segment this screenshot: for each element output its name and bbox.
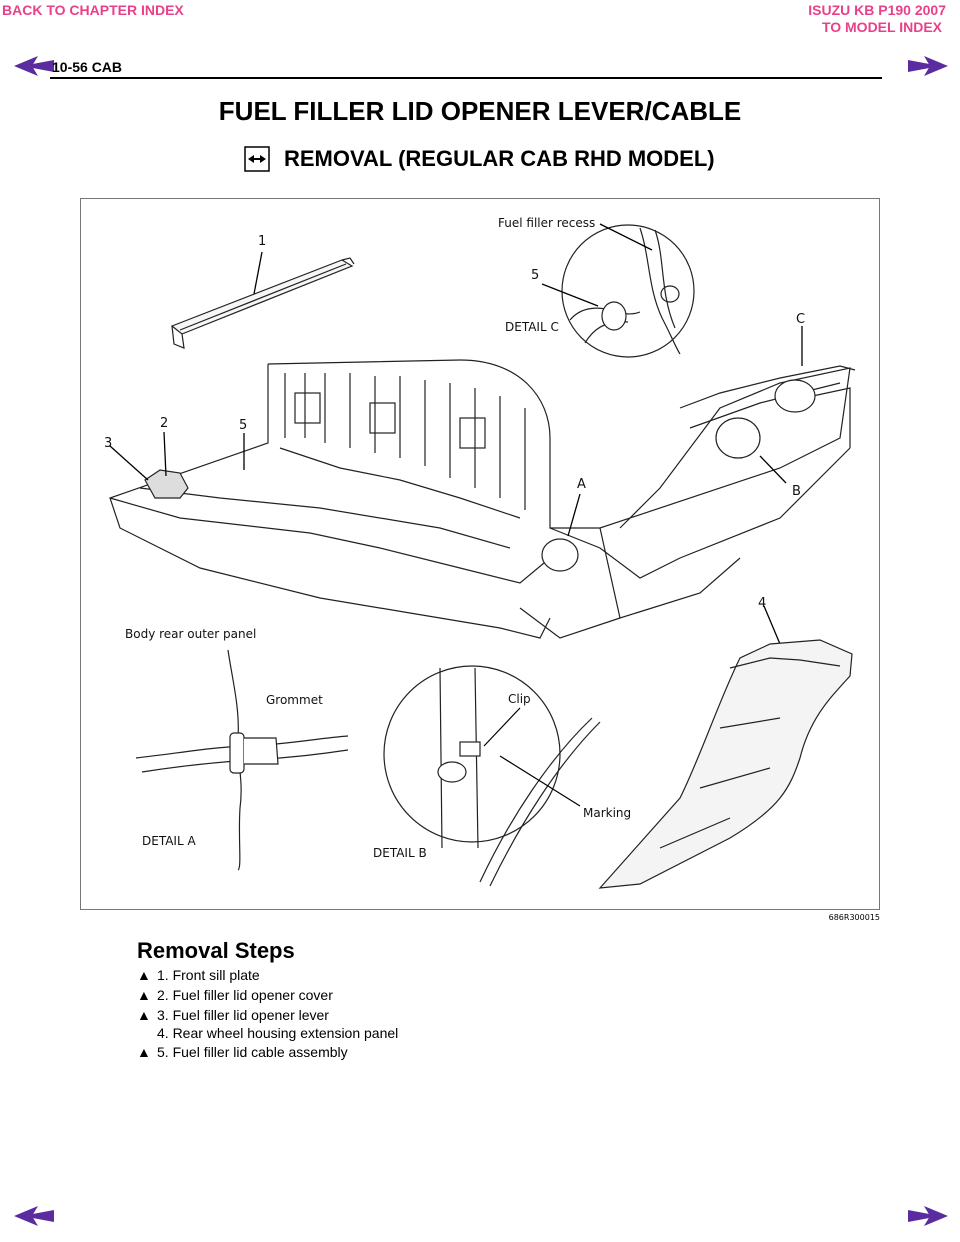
page-subtitle: REMOVAL (REGULAR CAB RHD MODEL) — [284, 146, 715, 171]
cab-floor-illustration — [109, 223, 856, 889]
callout-3: 3 — [104, 436, 113, 451]
header-rule — [50, 77, 882, 79]
wheel-housing-panel-drawing — [598, 639, 853, 889]
page-reference: 10-56 CAB — [52, 59, 123, 75]
label-marking: Marking — [583, 806, 632, 820]
label-detail-b: DETAIL B — [373, 846, 427, 860]
list-item: ▲3. Fuel filler lid opener lever — [137, 1007, 329, 1023]
callout-5-floor: 5 — [239, 418, 248, 433]
prev-page-arrow-bottom-icon[interactable] — [12, 1204, 56, 1228]
list-item: ▲5. Fuel filler lid cable assembly — [137, 1044, 348, 1060]
next-page-arrow-icon[interactable] — [906, 54, 950, 78]
triangle-marker-icon: ▲ — [137, 1007, 151, 1023]
callout-c: C — [796, 312, 806, 327]
prev-page-arrow-icon[interactable] — [12, 54, 56, 78]
list-item: ▲1. Front sill plate — [137, 967, 260, 983]
label-body-rear-outer-panel: Body rear outer panel — [125, 627, 257, 641]
front-sill-plate-drawing — [170, 257, 355, 349]
removal-steps-heading: Removal Steps — [137, 938, 295, 963]
figure-frame — [80, 198, 880, 910]
callout-a: A — [577, 477, 586, 492]
triangle-marker-icon: ▲ — [137, 987, 151, 1003]
label-detail-c: DETAIL C — [505, 320, 559, 334]
label-clip: Clip — [508, 692, 531, 706]
label-detail-a: DETAIL A — [142, 834, 196, 848]
cab-floor-drawing — [109, 359, 856, 639]
callout-1: 1 — [258, 234, 267, 249]
triangle-marker-icon: ▲ — [137, 967, 151, 983]
to-model-index-link[interactable]: TO MODEL INDEX — [821, 19, 942, 35]
page-title: FUEL FILLER LID OPENER LEVER/CABLE — [218, 96, 742, 126]
detail-c-drawing — [561, 224, 695, 358]
label-fuel-filler-recess: Fuel filler recess — [498, 216, 596, 230]
label-grommet: Grommet — [266, 693, 323, 707]
triangle-marker-icon: ▲ — [137, 1044, 151, 1060]
removal-arrows-icon — [244, 146, 270, 172]
model-title-link[interactable]: ISUZU KB P190 2007 — [808, 2, 946, 18]
callout-b: B — [792, 484, 801, 499]
detail-b-drawing — [383, 665, 601, 887]
callout-2: 2 — [160, 416, 169, 431]
callout-4: 4 — [758, 596, 767, 611]
figure-code: 686R300015 — [828, 913, 880, 922]
callout-5-detail-c: 5 — [531, 268, 540, 283]
list-item: 4. Rear wheel housing extension panel — [157, 1025, 399, 1041]
leader-lines — [109, 223, 803, 645]
detail-a-drawing — [135, 649, 349, 871]
list-item: ▲2. Fuel filler lid opener cover — [137, 987, 333, 1003]
next-page-arrow-bottom-icon[interactable] — [906, 1204, 950, 1228]
back-to-chapter-index-link[interactable]: BACK TO CHAPTER INDEX — [2, 2, 184, 18]
